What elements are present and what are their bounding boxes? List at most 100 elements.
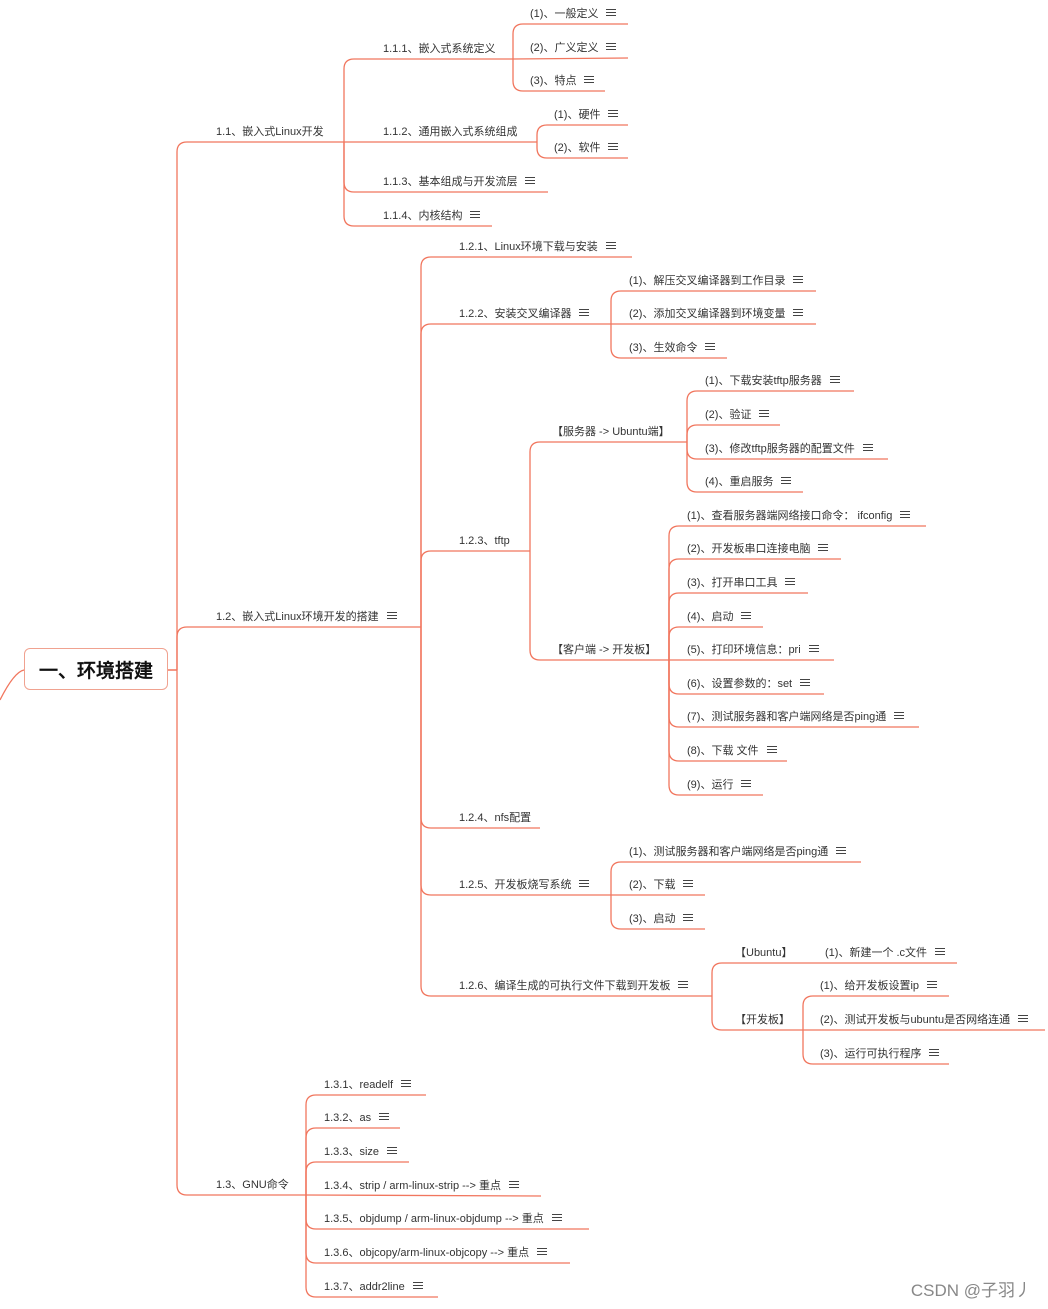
topic-cli8[interactable]: (8)、下载 文件 bbox=[687, 744, 777, 758]
topic-s132[interactable]: 1.3.2、as bbox=[324, 1111, 390, 1125]
notes-icon[interactable] bbox=[386, 612, 397, 621]
topic-cli7[interactable]: (7)、测试服务器和客户端网络是否ping通 bbox=[687, 710, 905, 724]
topic-s122c[interactable]: (3)、生效命令 bbox=[629, 341, 716, 355]
topic-cli4[interactable]: (4)、启动 bbox=[687, 610, 752, 624]
topic-dev[interactable]: 【开发板】 bbox=[735, 1013, 790, 1027]
notes-icon[interactable] bbox=[929, 1049, 940, 1058]
topic-s126[interactable]: 1.2.6、编译生成的可执行文件下载到开发板 bbox=[459, 979, 689, 993]
notes-icon[interactable] bbox=[894, 712, 905, 721]
notes-icon[interactable] bbox=[579, 880, 590, 889]
notes-icon[interactable] bbox=[793, 276, 804, 285]
notes-icon[interactable] bbox=[584, 76, 595, 85]
notes-icon[interactable] bbox=[862, 444, 873, 453]
root-topic[interactable]: 一、环境搭建 bbox=[24, 648, 168, 690]
topic-s125a[interactable]: (1)、测试服务器和客户端网络是否ping通 bbox=[629, 845, 847, 859]
topic-s123[interactable]: 1.2.3、tftp bbox=[459, 534, 510, 548]
topic-s125b[interactable]: (2)、下载 bbox=[629, 878, 694, 892]
topic-s113[interactable]: 1.1.3、基本组成与开发流层 bbox=[383, 175, 536, 189]
topic-s135[interactable]: 1.3.5、objdump / arm-linux-objdump --> 重点 bbox=[324, 1212, 562, 1226]
topic-srv[interactable]: 【服务器 -> Ubuntu端】 bbox=[552, 425, 670, 439]
topic-s122[interactable]: 1.2.2、安装交叉编译器 bbox=[459, 307, 590, 321]
notes-icon[interactable] bbox=[836, 847, 847, 856]
topic-s111c[interactable]: (3)、特点 bbox=[530, 74, 595, 88]
notes-icon[interactable] bbox=[537, 1248, 548, 1257]
topic-s112[interactable]: 1.1.2、通用嵌入式系统组成 bbox=[383, 125, 517, 139]
notes-icon[interactable] bbox=[608, 110, 619, 119]
notes-icon[interactable] bbox=[606, 43, 617, 52]
notes-icon[interactable] bbox=[551, 1214, 562, 1223]
topic-s125[interactable]: 1.2.5、开发板烧写系统 bbox=[459, 878, 590, 892]
topic-ubu1[interactable]: (1)、新建一个 .c文件 bbox=[825, 946, 946, 960]
topic-s11[interactable]: 1.1、嵌入式Linux开发 bbox=[216, 125, 324, 139]
topic-srv3[interactable]: (3)、修改tftp服务器的配置文件 bbox=[705, 442, 873, 456]
notes-icon[interactable] bbox=[781, 477, 792, 486]
notes-icon[interactable] bbox=[818, 544, 829, 553]
topic-cli2[interactable]: (2)、开发板串口连接电脑 bbox=[687, 542, 829, 556]
topic-label: (1)、测试服务器和客户端网络是否ping通 bbox=[629, 846, 829, 858]
notes-icon[interactable] bbox=[608, 143, 619, 152]
topic-srv2[interactable]: (2)、验证 bbox=[705, 408, 770, 422]
notes-icon[interactable] bbox=[766, 746, 777, 755]
notes-icon[interactable] bbox=[387, 1147, 398, 1156]
notes-icon[interactable] bbox=[683, 914, 694, 923]
notes-icon[interactable] bbox=[785, 578, 796, 587]
topic-cli[interactable]: 【客户端 -> 开发板】 bbox=[552, 643, 656, 657]
topic-dev1[interactable]: (1)、给开发板设置ip bbox=[820, 979, 938, 993]
notes-icon[interactable] bbox=[525, 177, 536, 186]
topic-s122a[interactable]: (1)、解压交叉编译器到工作目录 bbox=[629, 274, 804, 288]
topic-s121[interactable]: 1.2.1、Linux环境下载与安装 bbox=[459, 240, 616, 254]
topic-label: 1.1、嵌入式Linux开发 bbox=[216, 126, 324, 138]
notes-icon[interactable] bbox=[793, 309, 804, 318]
topic-s111[interactable]: 1.1.1、嵌入式系统定义 bbox=[383, 42, 495, 56]
topic-s133[interactable]: 1.3.3、size bbox=[324, 1145, 398, 1159]
connector-line bbox=[529, 551, 669, 661]
notes-icon[interactable] bbox=[605, 242, 616, 251]
notes-icon[interactable] bbox=[927, 981, 938, 990]
notes-icon[interactable] bbox=[579, 309, 590, 318]
topic-label: 1.1.3、基本组成与开发流层 bbox=[383, 176, 518, 188]
notes-icon[interactable] bbox=[508, 1181, 519, 1190]
topic-s131[interactable]: 1.3.1、readelf bbox=[324, 1078, 412, 1092]
topic-cli3[interactable]: (3)、打开串口工具 bbox=[687, 576, 796, 590]
notes-icon[interactable] bbox=[741, 780, 752, 789]
topic-s114[interactable]: 1.1.4、内核结构 bbox=[383, 209, 481, 223]
notes-icon[interactable] bbox=[678, 981, 689, 990]
notes-icon[interactable] bbox=[829, 376, 840, 385]
topic-s122b[interactable]: (2)、添加交叉编译器到环境变量 bbox=[629, 307, 804, 321]
notes-icon[interactable] bbox=[705, 343, 716, 352]
topic-s124[interactable]: 1.2.4、nfs配置 bbox=[459, 811, 531, 825]
notes-icon[interactable] bbox=[470, 211, 481, 220]
notes-icon[interactable] bbox=[683, 880, 694, 889]
topic-dev3[interactable]: (3)、运行可执行程序 bbox=[820, 1047, 940, 1061]
topic-s13[interactable]: 1.3、GNU命令 bbox=[216, 1178, 289, 1192]
notes-icon[interactable] bbox=[606, 9, 617, 18]
topic-s125c[interactable]: (3)、启动 bbox=[629, 912, 694, 926]
topic-srv4[interactable]: (4)、重启服务 bbox=[705, 475, 792, 489]
notes-icon[interactable] bbox=[935, 948, 946, 957]
topic-cli5[interactable]: (5)、打印环境信息：pri bbox=[687, 643, 819, 657]
notes-icon[interactable] bbox=[1018, 1015, 1029, 1024]
topic-cli1[interactable]: (1)、查看服务器端网络接口命令： ifconfig bbox=[687, 509, 911, 523]
topic-s112a[interactable]: (1)、硬件 bbox=[554, 108, 619, 122]
notes-icon[interactable] bbox=[379, 1113, 390, 1122]
topic-s111a[interactable]: (1)、一般定义 bbox=[530, 7, 617, 21]
topic-s137[interactable]: 1.3.7、addr2line bbox=[324, 1280, 423, 1294]
topic-s136[interactable]: 1.3.6、objcopy/arm-linux-objcopy --> 重点 bbox=[324, 1246, 548, 1260]
notes-icon[interactable] bbox=[800, 679, 811, 688]
topic-srv1[interactable]: (1)、下载安装tftp服务器 bbox=[705, 374, 840, 388]
topic-cli6[interactable]: (6)、设置参数的：set bbox=[687, 677, 811, 691]
notes-icon[interactable] bbox=[759, 410, 770, 419]
notes-icon[interactable] bbox=[808, 645, 819, 654]
notes-icon[interactable] bbox=[900, 511, 911, 520]
topic-s112b[interactable]: (2)、软件 bbox=[554, 141, 619, 155]
topic-s134[interactable]: 1.3.4、strip / arm-linux-strip --> 重点 bbox=[324, 1179, 519, 1193]
topic-s12[interactable]: 1.2、嵌入式Linux环境开发的搭建 bbox=[216, 610, 397, 624]
topic-cli9[interactable]: (9)、运行 bbox=[687, 778, 752, 792]
notes-icon[interactable] bbox=[741, 612, 752, 621]
topic-dev2[interactable]: (2)、测试开发板与ubuntu是否网络连通 bbox=[820, 1013, 1029, 1027]
notes-icon[interactable] bbox=[412, 1282, 423, 1291]
notes-icon[interactable] bbox=[401, 1080, 412, 1089]
topic-ubu[interactable]: 【Ubuntu】 bbox=[735, 946, 792, 960]
connector-line bbox=[610, 861, 861, 895]
topic-s111b[interactable]: (2)、广义定义 bbox=[530, 41, 617, 55]
